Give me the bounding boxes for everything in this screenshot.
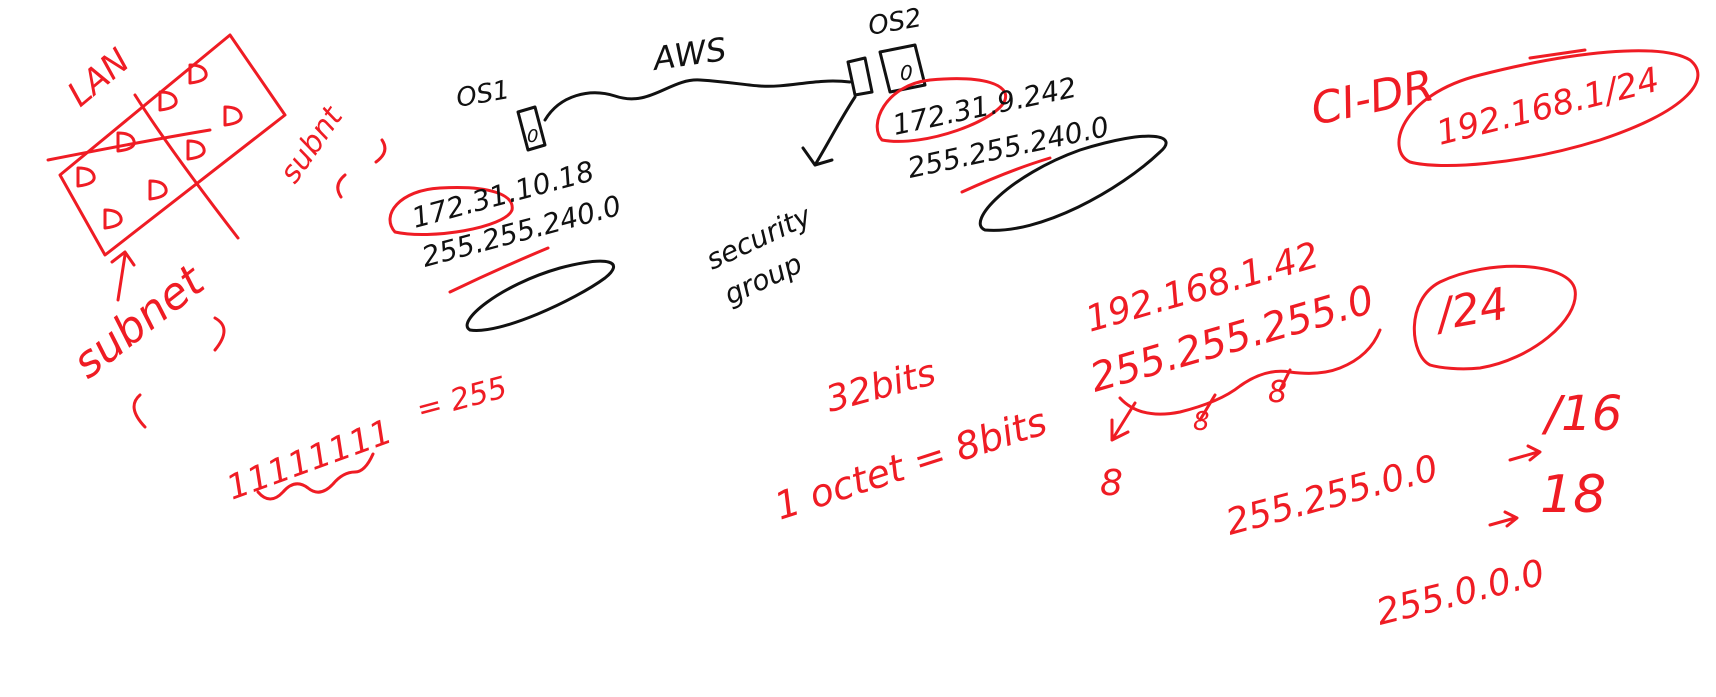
octet-tick-b: [1278, 368, 1292, 392]
host-icon: [103, 208, 123, 230]
os1-box-icon: [516, 105, 547, 152]
arrow-to-prefix8: [1488, 510, 1519, 528]
os2-ellipse-black: [978, 134, 1168, 232]
lan-divider-horizontal: [46, 128, 212, 162]
mask8: 255.0.0.0: [1372, 552, 1549, 633]
security-group-arrow: [801, 95, 857, 167]
subnet-left-label: subnet: [63, 254, 215, 388]
cidr-overline: [1528, 48, 1587, 60]
os1-ellipse-red: [388, 185, 514, 236]
host-icon: [186, 139, 206, 161]
firewall-icon: [846, 56, 874, 97]
mask-brace: [1118, 328, 1382, 416]
arrow-to-prefix16: [1508, 444, 1542, 462]
os1-ellipse-black: [465, 259, 616, 332]
lan-hosts: [76, 63, 243, 230]
host-icon: [148, 179, 168, 201]
os1-box-glyph: 0: [527, 126, 538, 147]
mask16: 255.255.0.0: [1222, 448, 1443, 544]
lan-label: LAN: [60, 41, 138, 115]
security-group: security group: [701, 95, 857, 311]
aws-connection: AWS: [543, 30, 852, 122]
subnet-arrow: [110, 250, 136, 302]
lan-diagram: LAN subnt subnet: [46, 33, 387, 429]
binary-note: 11111111 = 255: [221, 370, 510, 508]
octet-bits-b: 8: [1193, 407, 1210, 437]
lan-box: [58, 33, 287, 257]
octet-arrow: [1110, 401, 1137, 442]
subnet-left-bracket: [132, 316, 226, 429]
os2-node: OS2 0 172.31.9.242 255.255.240.0: [846, 3, 1168, 232]
octet-bits-c: 8: [1268, 375, 1287, 410]
prefix8: 18: [1540, 465, 1606, 525]
os2-box-icon: [878, 43, 927, 94]
os2-box-glyph: 0: [900, 61, 913, 85]
ip-breakdown: 192.168.1.42 255.255.255.0 8 8 8 /24 255…: [1081, 235, 1622, 634]
cidr-label: CI-DR: [1307, 60, 1439, 136]
binary-brace: [256, 452, 375, 501]
os1-mask-underline: [448, 246, 550, 294]
prefix16: /16: [1541, 386, 1622, 442]
binary-equals: = 255: [413, 370, 511, 428]
octet-label: 1 octet = 8bits: [769, 399, 1052, 528]
aws-link-line: [543, 78, 852, 122]
bits-note: 32bits 1 octet = 8bits: [769, 352, 1052, 528]
prefix24: /24: [1429, 278, 1512, 341]
lan-divider-vertical: [133, 93, 240, 240]
host-icon: [188, 63, 208, 85]
cidr-ellipse: [1397, 49, 1700, 168]
cidr-note: CI-DR 192.168.1/24: [1307, 48, 1700, 168]
cidr-example: 192.168.1/24: [1433, 60, 1664, 154]
aws-label: AWS: [649, 30, 729, 78]
os2-mask-underline: [960, 156, 1052, 194]
os2-label: OS2: [866, 3, 924, 42]
os1-node: OS1 0 172.31.10.18 255.255.240.0: [388, 75, 625, 332]
os1-label: OS1: [454, 75, 512, 114]
host-icon: [223, 105, 243, 127]
bits32-label: 32bits: [822, 352, 940, 420]
subnet-top-bracket: [336, 138, 387, 199]
host-icon: [76, 166, 96, 188]
prefix24-ellipse: [1412, 264, 1577, 371]
host-icon: [158, 90, 178, 112]
octet-tick-a: [1198, 393, 1217, 422]
os2-ellipse-red: [875, 77, 1008, 143]
host-icon: [116, 131, 136, 153]
octet-bits-a: 8: [1100, 463, 1123, 504]
